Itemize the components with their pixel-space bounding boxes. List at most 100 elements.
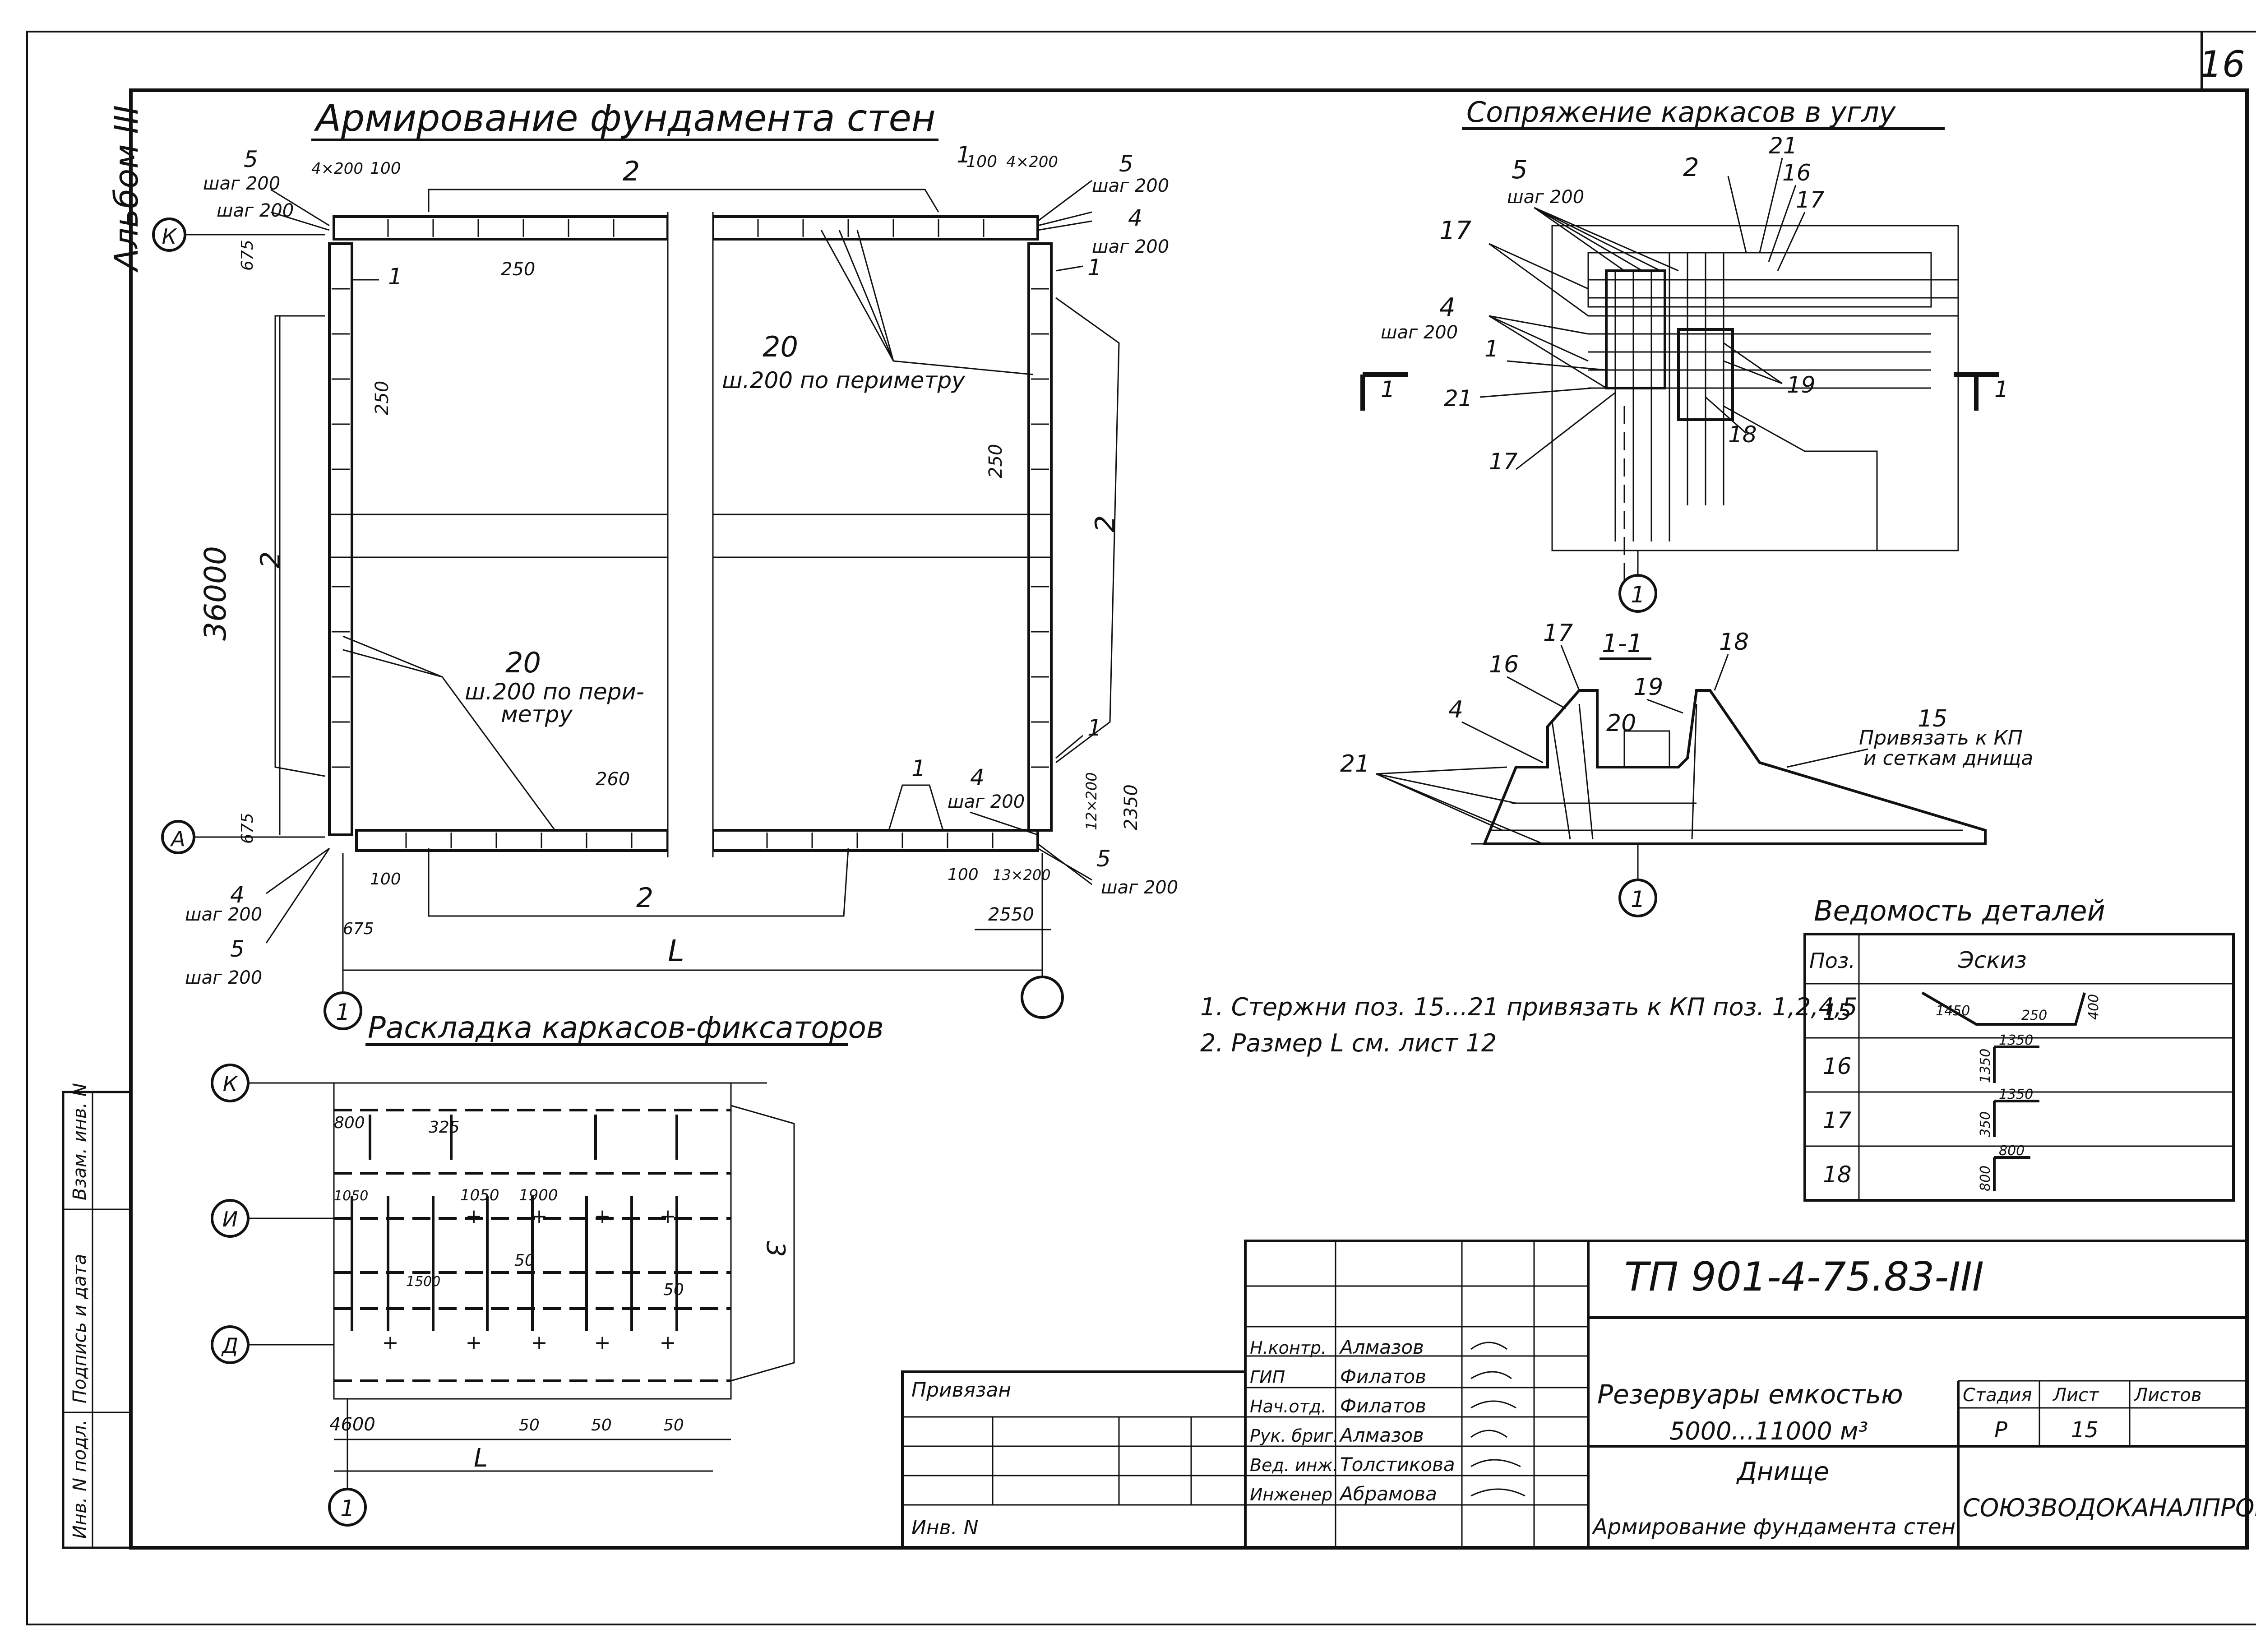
right-wall: [1027, 242, 1053, 832]
tb-sheet-title: Армирование фундамента стен.: [1591, 1514, 1962, 1540]
plan-dim-12x200: 12×200: [1083, 772, 1100, 830]
fixators-mark-3: 3: [761, 1241, 790, 1257]
axis-1-label: 1: [336, 999, 350, 1025]
tb-role-5: Инженер: [1250, 1485, 1332, 1504]
plan-dim-100-right: 100: [966, 153, 997, 171]
plan-pos1-top: 1: [957, 142, 971, 168]
svg-text:+: +: [531, 1205, 548, 1228]
plan-pos2-bottom: 2: [636, 882, 653, 914]
tb-role-3: Рук. бриг.: [1250, 1426, 1339, 1446]
notes: 1. Стержни поз. 15...21 привязать к КП п…: [1200, 993, 1857, 1057]
corner-label-17a: 17: [1439, 216, 1472, 245]
plan-pos5-topright: 5: [1119, 151, 1133, 177]
fix-dim-50-c: 50: [663, 1416, 684, 1435]
plan-step-bottomright: шаг 200: [948, 791, 1025, 812]
fix-axis-K-label: К: [223, 1072, 239, 1096]
corner-label-17c: 17: [1489, 449, 1518, 475]
plan-pos20-top: 20: [763, 330, 798, 363]
plan-dim-2350: 2350: [1121, 784, 1142, 830]
tb-stage-label: Стадия: [1963, 1385, 2032, 1406]
svg-text:+: +: [660, 1331, 676, 1354]
tb-role-0: Н.контр.: [1250, 1338, 1327, 1358]
stamp-inv: Инв. N подл.: [69, 1420, 90, 1539]
tb-sheet-label: Лист: [2052, 1385, 2099, 1406]
plan-perimeter-bottom-a: ш.200 по пери-: [465, 679, 644, 705]
plan-step-bottomright-b: шаг 200: [1101, 877, 1178, 898]
fix-dim-800: 800: [334, 1114, 365, 1132]
section-label-15: 15: [1918, 705, 1947, 732]
details-16-dim-a: 1350: [1978, 1049, 1993, 1083]
title-block: Привязан Инв. N Н.контр. Алмазов ГИП Фил…: [901, 1240, 2256, 1549]
plan-pos5-bottomleft: 5: [230, 936, 245, 962]
plan-pos1-right: 1: [1087, 255, 1102, 281]
margin-stamps: Инв. N подл. Подпись и дата Взам. инв. N: [62, 1083, 132, 1549]
details-title: Ведомость деталей: [1814, 894, 2105, 927]
tb-sheet: 15: [2071, 1417, 2099, 1443]
details-header-sketch: Эскиз: [1958, 947, 2027, 973]
plan-pos2-right: 2: [1090, 515, 1121, 532]
note-1: 1. Стержни поз. 15...21 привязать к КП п…: [1200, 993, 1857, 1021]
plan-pos4-topright: 4: [1128, 205, 1142, 231]
bottom-wall-right: [712, 829, 1039, 852]
sheet-number: 16: [2199, 43, 2245, 85]
fix-dim-50-b: 50: [591, 1416, 612, 1435]
svg-text:+: +: [531, 1331, 548, 1354]
fixator-crosses: + + + + + + + + +: [382, 1205, 676, 1354]
details-row-17-pos: 17: [1823, 1107, 1852, 1134]
tb-sheets-label: Листов: [2133, 1385, 2201, 1406]
tb-name-0: Алмазов: [1339, 1336, 1424, 1358]
plan-pos20-bottom: 20: [505, 646, 541, 679]
axis-2-bubble: [1021, 976, 1064, 1019]
section-label-17: 17: [1543, 620, 1573, 647]
bottom-wall-left: [355, 829, 669, 852]
details-15-dim-c: 400: [2086, 994, 2102, 1020]
tb-project-line1: Резервуары емкостью: [1597, 1379, 1903, 1410]
plan-step-bottomleft: шаг 200: [185, 904, 262, 925]
top-wall-left: [333, 215, 669, 241]
corner-label-21: 21: [1769, 133, 1798, 159]
tb-name-5: Абрамова: [1339, 1483, 1437, 1505]
corner-label-5: 5: [1512, 155, 1528, 185]
fix-dim-1050-left: 1050: [334, 1188, 368, 1204]
plan-dim-250-left: 250: [372, 381, 393, 415]
fixator-layout: Раскладка каркасов-фиксаторов + + + + + …: [211, 1010, 884, 1527]
section-1-1: 1-1 17 18 16 19 4 20 21 15 Привязать к К…: [1340, 620, 2033, 917]
plan-step-topleft-b: шаг 200: [217, 200, 294, 221]
details-header-pos: Поз.: [1809, 949, 1855, 973]
plan-pos4-bottomright: 4: [970, 764, 985, 791]
tb-code: ТП 901-4-75.83-III: [1624, 1254, 1984, 1300]
plan-pos5-topleft: 5: [244, 146, 258, 172]
details-18-dim-a: 800: [1978, 1166, 1993, 1191]
note-2: 2. Размер L см. лист 12: [1200, 1029, 1497, 1057]
details-18-dim-b: 800: [1999, 1143, 2025, 1159]
dim-36000: 36000: [198, 546, 233, 641]
plan-dim-4x200-right: 4×200: [1006, 153, 1058, 171]
fix-dim-325: 325: [429, 1118, 460, 1137]
plan-dim-675-top: 675: [238, 240, 257, 271]
plan-dim-250-right: 250: [985, 444, 1006, 478]
corner-label-step: шаг 200: [1507, 187, 1584, 208]
section-outline: [1482, 689, 1987, 845]
corner-axis-label: 1: [1631, 582, 1645, 608]
album-label: Альбом III: [107, 105, 145, 273]
plan-dim-4x200-left: 4×200: [311, 160, 363, 178]
plan-pos5-bottomright: 5: [1096, 846, 1111, 872]
svg-text:+: +: [466, 1331, 482, 1354]
tb-signatures: [1470, 1342, 1526, 1497]
plan-dim-13x200: 13×200: [993, 866, 1051, 884]
plan-dim-675-bottom: 675: [238, 813, 257, 844]
tb-inv-label: Инв. N: [911, 1516, 979, 1539]
fix-dim-50-right: 50: [663, 1281, 684, 1299]
plan-perimeter-bottom-b: метру: [501, 701, 573, 727]
plan-step-topright-b: шаг 200: [1092, 236, 1169, 257]
section-label-21: 21: [1340, 750, 1370, 777]
fix-dim-50-a: 50: [519, 1416, 540, 1435]
fix-dim-4600: 4600: [329, 1414, 375, 1435]
svg-text:+: +: [382, 1331, 399, 1354]
svg-text:+: +: [466, 1205, 482, 1228]
section-label-19: 19: [1633, 674, 1663, 701]
plan-dim-2550: 2550: [988, 904, 1034, 925]
section-label-20: 20: [1606, 710, 1636, 737]
details-row-15-pos: 15: [1823, 999, 1852, 1025]
